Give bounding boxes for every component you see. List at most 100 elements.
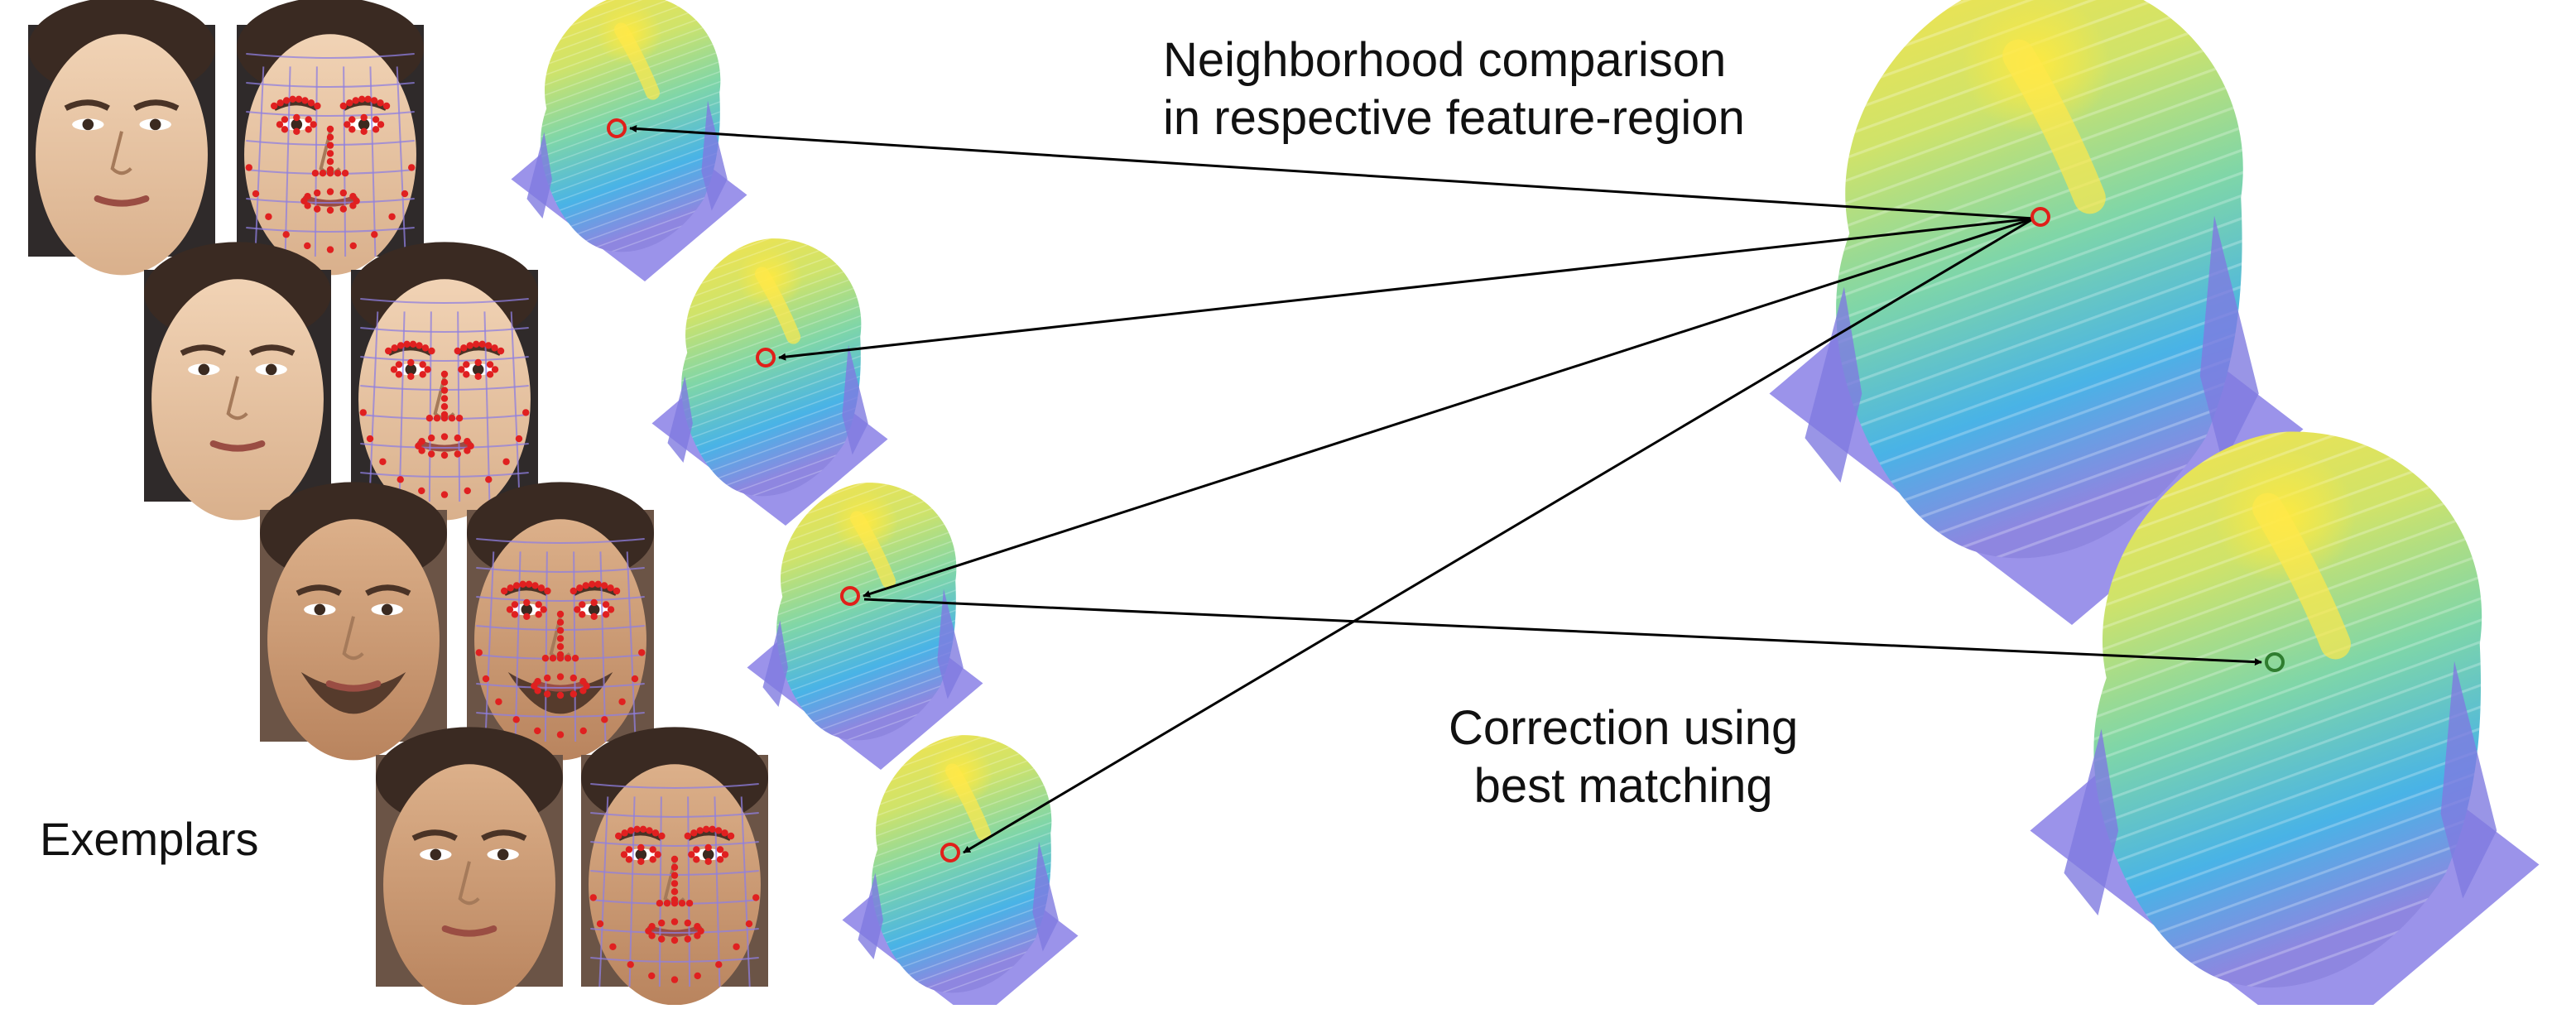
landmark-dot: [654, 851, 661, 858]
landmark-dot: [556, 673, 565, 680]
landmark-dot: [326, 158, 334, 166]
3d-face-surface-icon: [2030, 431, 2540, 1009]
landmark-dot: [556, 691, 565, 699]
landmark-dot: [391, 344, 398, 352]
landmark-dot: [601, 716, 608, 723]
landmark-dot: [571, 655, 579, 662]
pupil-right: [702, 848, 714, 861]
landmark-dot: [372, 116, 380, 123]
landmark-dot: [352, 97, 359, 104]
mesh-line: [544, 551, 548, 742]
comparison-arrow: [778, 217, 2035, 361]
landmark-dot: [245, 164, 252, 171]
landmark-dot: [271, 102, 278, 110]
landmark-dot: [627, 827, 635, 834]
landmark-dot: [537, 584, 545, 592]
landmark-dot: [421, 344, 430, 352]
landmark-dot: [440, 378, 449, 386]
landmark-dot: [466, 342, 473, 349]
landmark-dot: [463, 371, 470, 378]
surface-side: [526, 132, 552, 219]
landmark-dot: [339, 205, 348, 213]
landmark-dot: [512, 716, 520, 723]
landmark-dot: [349, 202, 357, 209]
exemplar-pair: [260, 482, 654, 761]
landmark-dot: [670, 900, 679, 907]
landmark-dot: [535, 611, 542, 618]
landmark-dot: [594, 580, 602, 589]
mesh-line: [476, 683, 645, 689]
surface-ridge: [754, 267, 801, 344]
mesh-line: [476, 538, 645, 544]
landmark-dot: [486, 371, 494, 378]
landmark-dot: [349, 242, 357, 250]
pupil-right: [149, 118, 161, 131]
landmark-dot: [388, 213, 396, 220]
landmark-dot: [427, 450, 435, 458]
landmark-dot: [506, 606, 514, 613]
landmark-dot: [694, 923, 701, 930]
landmark-dot: [372, 126, 380, 133]
red-circle-marker-icon: [2031, 207, 2050, 227]
landmark-dot: [358, 95, 366, 103]
landmark-dot: [396, 342, 405, 349]
brow-right: [133, 99, 180, 111]
landmark-dot: [648, 923, 656, 930]
landmark-dot: [651, 829, 660, 837]
green-circle-marker-icon: [2265, 652, 2285, 672]
landmark-dot: [313, 205, 321, 213]
landmark-mesh: [475, 538, 646, 742]
mesh-line: [360, 327, 529, 333]
surface-ridge: [613, 22, 661, 100]
landmark-dot: [482, 675, 490, 683]
landmark-dot: [556, 618, 565, 626]
surface-side: [937, 589, 964, 699]
surface-texture: [2093, 431, 2482, 988]
landmark-dot: [344, 121, 351, 128]
landmark-dot: [341, 170, 349, 177]
landmark-dot: [715, 961, 723, 968]
landmark-dot: [627, 961, 634, 968]
face-photo-icon: [144, 242, 331, 521]
landmark-dot: [346, 99, 353, 107]
mesh-line: [590, 783, 759, 789]
landmark-dot: [646, 827, 653, 834]
mesh-line: [428, 311, 432, 502]
exemplars-label: Exemplars: [40, 813, 259, 865]
landmark-dot: [326, 133, 334, 141]
landmark-dot: [419, 361, 426, 368]
face-landmark-mesh-icon: [237, 0, 424, 276]
landmark-dot: [556, 610, 565, 618]
landmark-dot: [440, 491, 449, 498]
face-skin: [267, 519, 440, 761]
landmark-dot: [519, 580, 526, 589]
landmark-dot: [588, 580, 596, 589]
brow-left: [502, 584, 549, 596]
landmark-dot: [670, 888, 679, 896]
landmark-dot: [684, 832, 692, 840]
landmark-dot: [693, 856, 700, 863]
landmark-dot: [625, 846, 633, 853]
beard-shape: [300, 672, 406, 714]
mesh-line: [246, 198, 415, 204]
landmark-dot: [418, 438, 425, 445]
landmark-dot: [511, 601, 519, 608]
landmark-dot: [621, 829, 628, 837]
landmark-dot: [609, 943, 617, 950]
mesh-line: [246, 53, 415, 59]
landmark-dot: [656, 900, 664, 907]
landmark-dot: [534, 678, 541, 685]
pupil-left: [430, 848, 442, 861]
landmark-dot: [403, 340, 411, 348]
landmark-dot: [409, 340, 417, 348]
mesh-line: [658, 796, 662, 987]
landmark-dot: [576, 584, 584, 592]
brow-right: [572, 584, 618, 596]
surface-side: [2199, 215, 2259, 465]
surface-side: [701, 100, 728, 211]
landmark-dot: [265, 213, 272, 220]
landmark-dot: [549, 655, 557, 662]
landmark-dot: [657, 935, 666, 943]
face-photo-icon: [376, 727, 563, 1006]
pupil-left: [521, 603, 533, 616]
